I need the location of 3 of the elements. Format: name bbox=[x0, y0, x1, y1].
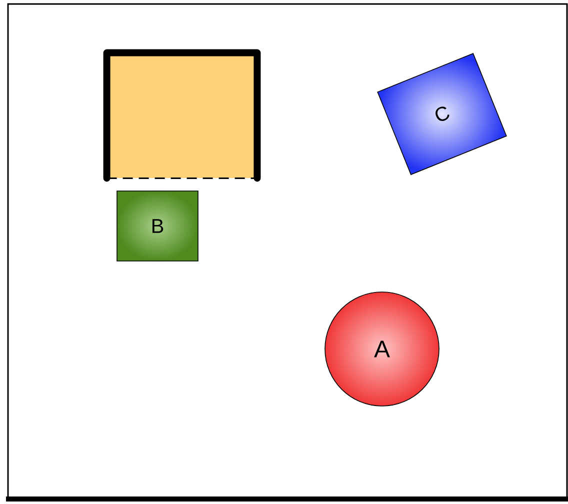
box bbox=[103, 49, 261, 182]
square-node: B bbox=[116, 190, 198, 262]
circle-node: A bbox=[324, 292, 440, 406]
